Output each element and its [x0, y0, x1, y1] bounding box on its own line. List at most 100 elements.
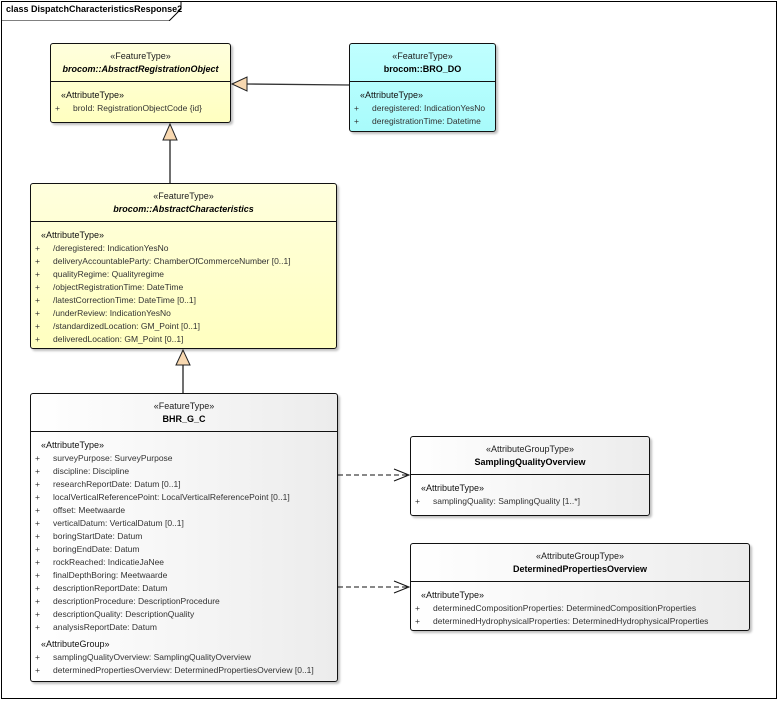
attribute-text: determinedCompositionProperties: Determi… — [433, 603, 697, 613]
class-name: SamplingQualityOverview — [474, 457, 586, 467]
class-stereotype: «FeatureType» — [153, 401, 215, 411]
class-ac[interactable]: «FeatureType»brocom::AbstractCharacteris… — [30, 183, 337, 349]
class-sqo[interactable]: «AttributeGroupType»SamplingQualityOverv… — [410, 436, 650, 516]
attribute-compartment: «AttributeType»+/deregistered: Indicatio… — [31, 222, 336, 346]
attribute-text: deliveredLocation: GM_Point [0..1] — [53, 334, 184, 344]
visibility-marker: + — [35, 570, 40, 580]
attribute-row[interactable]: + broId: RegistrationObjectCode {id} — [51, 102, 230, 115]
attribute-compartment: «AttributeType»+samplingQuality: Samplin… — [411, 475, 649, 508]
visibility-marker: + — [35, 609, 40, 619]
attribute-row[interactable]: +surveyPurpose: SurveyPurpose — [31, 452, 337, 465]
class-dpo[interactable]: «AttributeGroupType»DeterminedProperties… — [410, 543, 750, 631]
attribute-section-stereotype: «AttributeGroup» — [41, 639, 110, 649]
attribute-text: deregistrationTime: Datetime — [372, 116, 481, 126]
attribute-text: samplingQuality: SamplingQuality [1..*] — [433, 496, 580, 506]
attribute-text: determinedPropertiesOverview: Determined… — [53, 665, 314, 675]
attribute-text: researchReportDate: Datum [0..1] — [53, 479, 181, 489]
class-header: «FeatureType»brocom::AbstractRegistratio… — [51, 44, 230, 82]
attribute-text: /standardizedLocation: GM_Point [0..1] — [53, 321, 200, 331]
visibility-marker: + — [35, 453, 40, 463]
attribute-row[interactable]: +/deregistered: IndicationYesNo — [31, 242, 336, 255]
attribute-row[interactable]: +deliveredLocation: GM_Point [0..1] — [31, 333, 336, 346]
visibility-marker: + — [415, 603, 420, 613]
attribute-text: verticalDatum: VerticalDatum [0..1] — [53, 518, 184, 528]
attribute-row[interactable]: +samplingQuality: SamplingQuality [1..*] — [411, 495, 649, 508]
attribute-text: determinedHydrophysicalProperties: Deter… — [433, 616, 709, 626]
attribute-text: discipline: Discipline — [53, 466, 130, 476]
attribute-text: /underReview: IndicationYesNo — [53, 308, 171, 318]
visibility-marker: + — [35, 308, 40, 318]
visibility-marker: + — [35, 622, 40, 632]
visibility-marker: + — [354, 103, 359, 113]
generalization-arrowhead — [175, 348, 191, 366]
attribute-row[interactable]: + determinedCompositionProperties: Determ… — [411, 602, 749, 615]
attribute-row[interactable]: +qualityRegime: Qualityregime — [31, 268, 336, 281]
attribute-compartment: «AttributeType»+deregistered: Indication… — [350, 82, 495, 128]
attribute-text: descriptionReportDate: Datum — [53, 583, 168, 593]
generalization-line — [245, 83, 350, 86]
attribute-row[interactable]: + offset: Meetwaarde — [31, 504, 337, 517]
attribute-row[interactable]: +researchReportDate: Datum [0..1] — [31, 478, 337, 491]
attribute-text: broId: RegistrationObjectCode {id} — [73, 103, 202, 113]
visibility-marker: + — [35, 466, 40, 476]
visibility-marker: + — [35, 492, 40, 502]
visibility-marker: + — [55, 103, 60, 113]
attribute-row[interactable]: +rockReached: IndicatieJaNee — [31, 556, 337, 569]
attribute-text: /deregistered: IndicationYesNo — [53, 243, 169, 253]
attribute-row[interactable]: + /underReview: IndicationYesNo — [31, 307, 336, 320]
attribute-row[interactable]: +analysisReportDate: Datum — [31, 621, 337, 634]
diagram-title: class DispatchCharacteristicsResponse2 — [6, 4, 183, 14]
visibility-marker: + — [35, 665, 40, 675]
visibility-marker: + — [35, 505, 40, 515]
attribute-row[interactable]: +deregistrationTime: Datetime — [350, 115, 495, 128]
attribute-row[interactable]: + samplingQualityOverview: SamplingQualit… — [31, 651, 337, 664]
class-bhr[interactable]: «FeatureType»BHR_G_C«AttributeType»+surv… — [30, 393, 338, 682]
attribute-row[interactable]: +localVerticalReferencePoint: LocalVerti… — [31, 491, 337, 504]
attribute-text: descriptionQuality: DescriptionQuality — [53, 609, 195, 619]
class-header: «FeatureType»brocom::AbstractCharacteris… — [31, 184, 336, 222]
attribute-text: deliveryAccountableParty: ChamberOfComme… — [53, 256, 291, 266]
attribute-row[interactable]: +deregistered: IndicationYesNo — [350, 102, 495, 115]
generalization-arrowhead — [162, 122, 178, 141]
class-name: brocom::BRO_DO — [383, 64, 462, 74]
attribute-text: offset: Meetwaarde — [53, 505, 126, 515]
attribute-row[interactable]: + discipline: Discipline — [31, 465, 337, 478]
class-brodo[interactable]: «FeatureType»brocom::BRO_DO«AttributeTyp… — [349, 43, 496, 132]
attribute-row[interactable]: + determinedPropertiesOverview: Determine… — [31, 664, 337, 677]
visibility-marker: + — [35, 282, 40, 292]
class-name: BHR_G_C — [162, 414, 206, 424]
attribute-row[interactable]: +/objectRegistrationTime: DateTime — [31, 281, 336, 294]
attribute-row[interactable]: +/standardizedLocation: GM_Point [0..1] — [31, 320, 336, 333]
attribute-row[interactable]: +descriptionProcedure: DescriptionProced… — [31, 595, 337, 608]
attribute-compartment: «AttributeType»+ broId: RegistrationObjec… — [51, 82, 230, 115]
visibility-marker: + — [35, 652, 40, 662]
attribute-compartment: «AttributeType»+determinedCompositionPro… — [411, 582, 749, 628]
attribute-row[interactable]: + descriptionQuality: DescriptionQuality — [31, 608, 337, 621]
class-stereotype: «FeatureType» — [153, 191, 214, 201]
attribute-row[interactable]: +determinedHydrophysicalProperties: Dete… — [411, 615, 749, 628]
dependency-arrowhead — [393, 580, 411, 594]
attribute-section-stereotype: «AttributeType» — [61, 90, 125, 100]
attribute-row[interactable]: + finalDepthBoring: Meetwaarde — [31, 569, 337, 582]
attribute-row[interactable]: + verticalDatum: VerticalDatum [0..1] — [31, 517, 337, 530]
class-name: brocom::AbstractCharacteristics — [113, 204, 254, 214]
attribute-text: finalDepthBoring: Meetwaarde — [53, 570, 168, 580]
attribute-text: rockReached: IndicatieJaNee — [53, 557, 165, 567]
attribute-row[interactable]: +boringEndDate: Datum — [31, 543, 337, 556]
attribute-row[interactable]: +boringStartDate: Datum — [31, 530, 337, 543]
class-header: «FeatureType»brocom::BRO_DO — [350, 44, 495, 82]
attribute-row[interactable]: +/latestCorrectionTime: DateTime [0..1] — [31, 294, 336, 307]
attribute-row[interactable]: +deliveryAccountableParty: ChamberOfComm… — [31, 255, 336, 268]
attribute-text: samplingQualityOverview: SamplingQuality… — [53, 652, 251, 662]
class-aro[interactable]: «FeatureType»brocom::AbstractRegistratio… — [50, 43, 231, 123]
class-header: «AttributeGroupType»SamplingQualityOverv… — [411, 437, 649, 475]
attribute-text: boringStartDate: Datum — [53, 531, 143, 541]
attribute-text: /latestCorrectionTime: DateTime [0..1] — [53, 295, 196, 305]
visibility-marker: + — [35, 596, 40, 606]
visibility-marker: + — [35, 518, 40, 528]
attribute-row[interactable]: +descriptionReportDate: Datum — [31, 582, 337, 595]
dependency-arrowhead — [393, 468, 411, 482]
